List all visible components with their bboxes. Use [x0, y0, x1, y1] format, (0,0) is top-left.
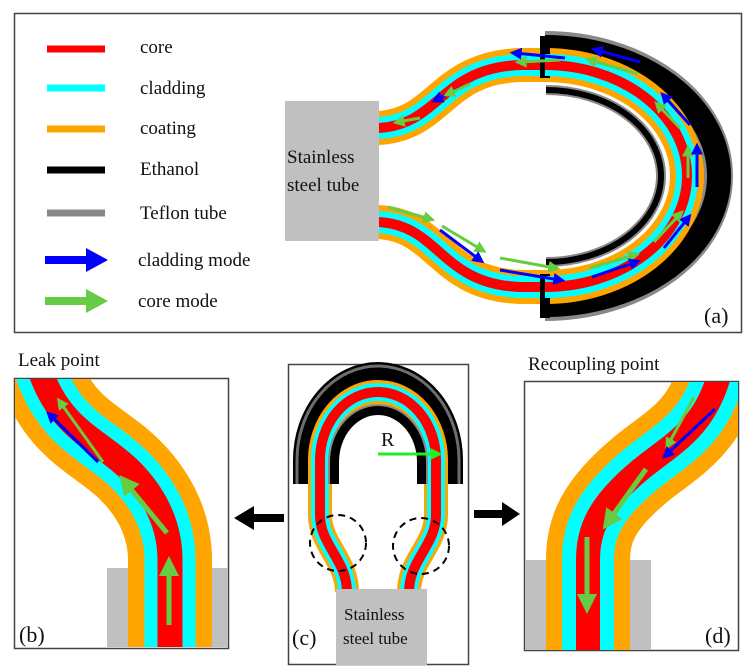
core-mode-arrow	[499, 256, 561, 273]
leak-point-circle	[309, 514, 367, 572]
core-mode-arrow	[652, 210, 684, 244]
left-pointer-arrow-icon	[234, 506, 284, 530]
core-mode-arrow	[514, 55, 561, 68]
steel-tube-label-line2: steel tube	[343, 629, 408, 648]
cladding-mode-arrow	[591, 258, 642, 279]
core-mode-arrow	[56, 397, 105, 463]
cladding-mode-arrow	[46, 411, 100, 464]
panel-a-label: (a)	[704, 303, 728, 328]
cladding-mode-arrow	[509, 47, 566, 60]
right-pointer-arrow-icon	[474, 502, 520, 526]
stainless-steel-tube	[285, 101, 379, 241]
fiber-core	[576, 382, 730, 650]
panel-b: Leak point (b)	[13, 350, 230, 650]
ethanol-inner-edge	[545, 87, 664, 265]
core-mode-arrow	[443, 82, 471, 97]
panel-b-label: (b)	[19, 622, 45, 647]
legend-item-ethanol: Ethanol	[47, 159, 199, 180]
legend-arrowhead-cladding-mode-icon	[86, 248, 108, 272]
panel-a: core cladding coating Ethanol Teflon tub…	[13, 12, 743, 334]
core-mode-arrow	[654, 101, 682, 130]
legend-item-core-mode: core mode	[45, 289, 218, 313]
steel-tube-label-line1: Stainless	[287, 147, 355, 168]
legend-label-teflon: Teflon tube	[140, 203, 227, 224]
panel-d: Recoupling point (d)	[523, 354, 740, 652]
stainless-steel-tube	[336, 589, 427, 665]
cladding-mode-arrow	[662, 213, 692, 249]
fiber-core	[315, 387, 441, 593]
legend-label-core-mode: core mode	[138, 291, 218, 312]
fiber-loop	[376, 31, 733, 321]
cladding-mode-arrow	[439, 228, 485, 264]
core-mode-arrow	[119, 475, 169, 535]
radius-label: R	[381, 429, 395, 451]
cladding-mode-arrow	[660, 91, 692, 127]
cladding-mode-arrow	[662, 407, 717, 459]
legend-item-core: core	[47, 37, 173, 58]
panel-b-title: Leak point	[18, 350, 101, 371]
core-mode-arrow	[589, 251, 641, 270]
legend-item-cladding-mode: cladding mode	[45, 248, 250, 272]
fiber-core	[30, 379, 183, 647]
panel-c-label: (c)	[292, 625, 316, 650]
ethanol-layer	[544, 35, 732, 317]
legend-label-coating: coating	[140, 118, 196, 139]
steel-tube-label-line1: Stainless	[344, 605, 404, 624]
legend-item-coating: coating	[47, 118, 196, 139]
legend-label-cladding-mode: cladding mode	[138, 250, 250, 271]
core-mode-arrow	[392, 114, 421, 127]
legend-arrowhead-core-mode-icon	[86, 289, 108, 313]
ethanol-inner	[329, 405, 427, 484]
cladding-mode-arrow	[499, 268, 566, 285]
panel-d-label: (d)	[705, 623, 731, 648]
legend-item-teflon: Teflon tube	[47, 203, 227, 224]
legend: core cladding coating Ethanol Teflon tub…	[45, 37, 250, 313]
steel-tube-label-line2: steel tube	[287, 175, 359, 196]
core-mode-arrow	[441, 224, 487, 253]
core-mode-arrow	[602, 467, 649, 530]
mode-arrows	[387, 45, 703, 285]
panel-d-title: Recoupling point	[528, 354, 660, 375]
core-mode-arrow	[584, 56, 639, 76]
cladding-mode-arrow	[590, 45, 641, 64]
legend-label-core: core	[140, 37, 173, 58]
recoupling-point-circle	[392, 517, 450, 575]
legend-label-cladding: cladding	[140, 78, 206, 99]
core-mode-arrow	[665, 396, 696, 450]
panel-c: R Stainless steel tube (c)	[287, 362, 470, 666]
legend-item-cladding: cladding	[47, 78, 206, 99]
legend-label-ethanol: Ethanol	[140, 159, 199, 180]
core-mode-arrow	[387, 205, 436, 223]
